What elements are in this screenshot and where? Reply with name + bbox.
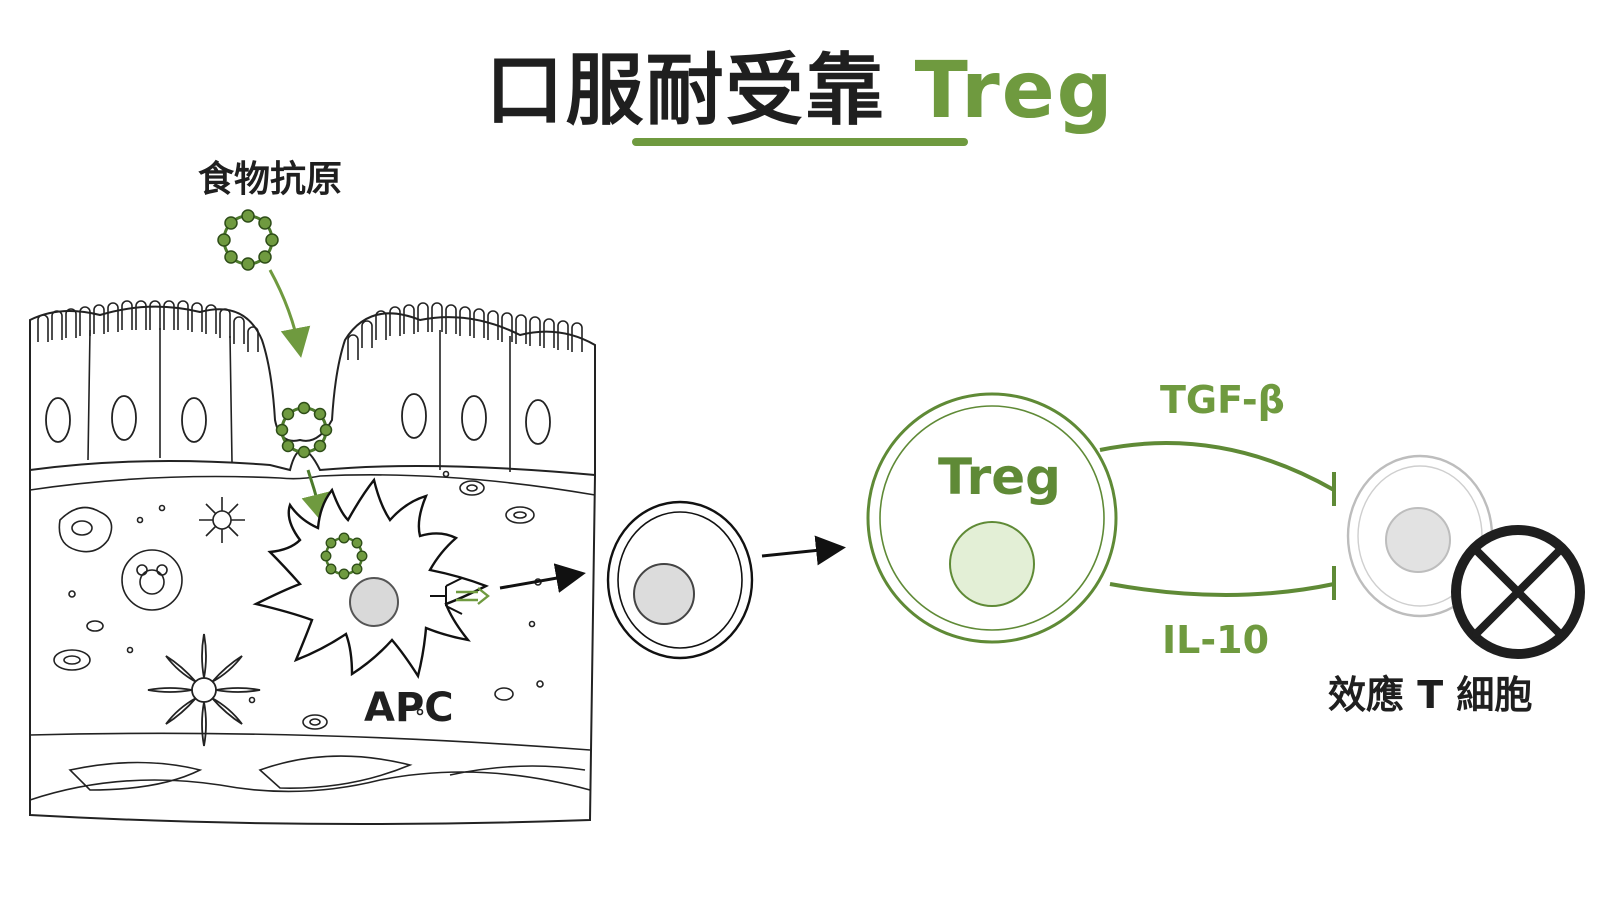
basement-membrane	[29, 474, 596, 496]
x-in-circle-icon	[1451, 525, 1585, 659]
submucosa-bands	[29, 732, 591, 801]
epithelial-cell-borders	[87, 328, 511, 472]
tcr-receptor	[456, 587, 490, 605]
food-antigen-top	[217, 209, 279, 271]
apc-to-tcell-arrow	[499, 563, 586, 593]
epithelial-nuclei	[45, 393, 551, 445]
treg-cell	[866, 392, 1118, 644]
tgf-beta-inhibition	[1099, 441, 1336, 506]
mhc-receptor	[430, 577, 463, 615]
food-antigen-crypt	[275, 401, 333, 459]
lamina-propria-outline	[29, 470, 596, 825]
page-title: 口服耐受靠 Treg	[0, 28, 1600, 140]
title-main: 口服耐受靠	[485, 46, 915, 136]
intestinal-tissue	[29, 300, 596, 825]
apc-label: APC	[364, 685, 454, 731]
title-underline	[632, 138, 968, 146]
microvilli-left	[37, 300, 259, 352]
inhibition-connectors	[1099, 441, 1336, 600]
il10-inhibition	[1109, 566, 1336, 600]
tgf-beta-label: TGF-β	[1160, 378, 1285, 422]
lamina-cells	[53, 470, 544, 730]
tcell-to-treg-arrow	[761, 535, 846, 566]
apc-cell	[252, 477, 490, 680]
effector-t-cell-label: 效應 T 細胞	[1328, 673, 1533, 717]
apc-nucleus	[349, 577, 399, 627]
il10-label: IL-10	[1162, 618, 1270, 662]
treg-label: Treg	[938, 448, 1061, 506]
antigen-entry-arrow	[268, 269, 311, 358]
title-highlight: Treg	[914, 46, 1115, 136]
treg-nucleus	[949, 521, 1035, 607]
star-cell-large	[147, 633, 261, 747]
microvilli-right	[347, 302, 583, 360]
naive-t-cell	[606, 500, 754, 660]
food-antigen-label: 食物抗原	[198, 159, 343, 200]
star-cell-small	[199, 497, 245, 543]
